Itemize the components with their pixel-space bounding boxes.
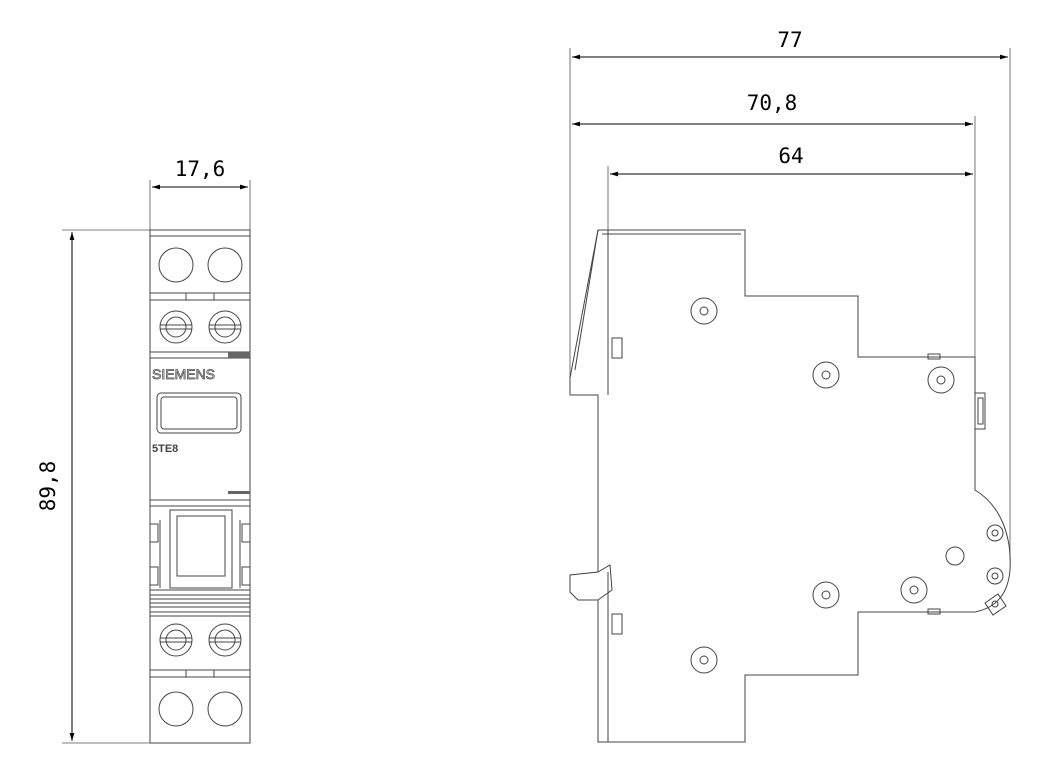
release-tab: [149, 589, 251, 613]
terminal-opening-bottom-right: [207, 691, 243, 727]
toggle-knob: [974, 392, 986, 430]
side-body-outline: [569, 229, 1011, 743]
terminal-opening-bottom-left: [158, 691, 194, 727]
terminal-opening-top-right: [207, 247, 243, 283]
dimension-label-side-base: 64: [778, 144, 803, 168]
front-view: 17,6 89,8: [36, 157, 251, 744]
dimension-label-side-mid: 70,8: [747, 91, 798, 115]
screw-top-right: [208, 310, 242, 344]
rivet-3: [927, 366, 955, 394]
side-terminal-screws: [984, 524, 1007, 616]
indicator-window: [156, 392, 242, 434]
dimension-front-height: 89,8: [36, 229, 150, 744]
screw-bottom-right: [208, 623, 242, 657]
screw-top-left: [159, 310, 193, 344]
pivot-hole: [945, 546, 965, 566]
front-body-outline: [149, 229, 251, 744]
side-view: 77 70,8 64: [569, 28, 1011, 743]
dimension-side-mid: 70,8: [572, 91, 973, 127]
rivet-1: [690, 297, 718, 325]
rivet-4: [812, 581, 840, 609]
dimension-label-side-total: 77: [777, 28, 802, 52]
dimension-side-total: 77: [572, 28, 1008, 60]
rivet-6: [690, 646, 718, 674]
rivet-5: [900, 576, 928, 604]
model-label: 5TE8: [152, 443, 178, 455]
screw-bottom-left: [159, 623, 193, 657]
brand-label: SIEMENS: [152, 366, 215, 382]
din-clip: [149, 505, 251, 613]
terminal-opening-top-left: [158, 247, 194, 283]
dimension-label-front-width: 17,6: [175, 157, 226, 181]
dimension-front-width: 17,6: [149, 157, 251, 236]
dimension-side-base: 64: [610, 144, 973, 177]
dimension-label-front-height: 89,8: [36, 461, 60, 512]
rivet-2: [812, 361, 840, 389]
